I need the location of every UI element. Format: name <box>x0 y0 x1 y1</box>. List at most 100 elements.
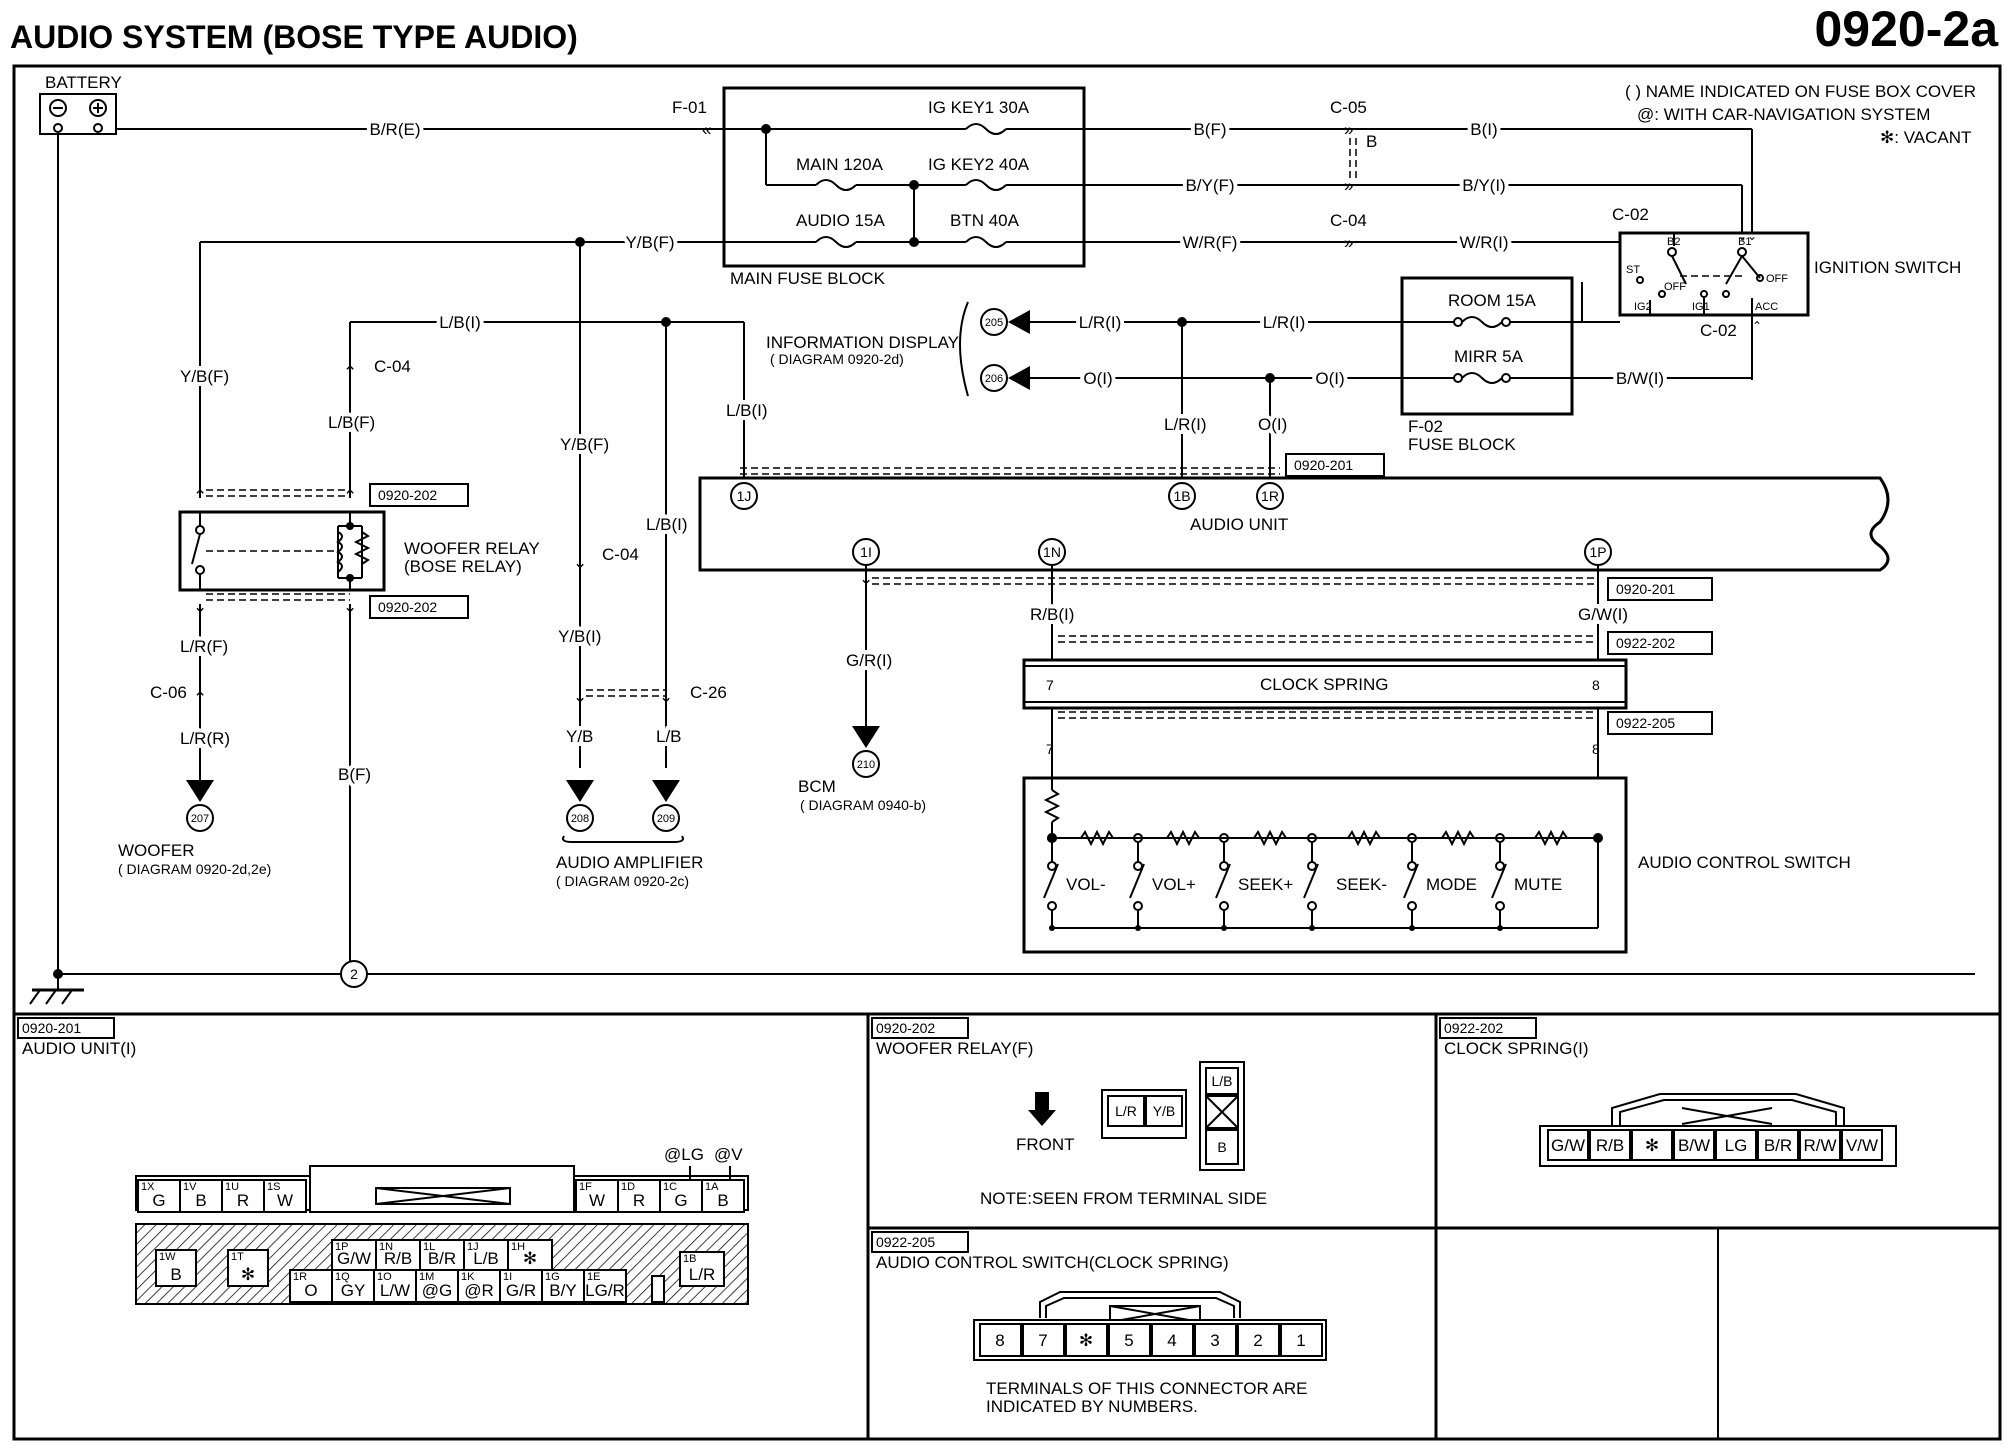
svg-text:»: » <box>1344 233 1353 252</box>
svg-text:NOTE:SEEN FROM TERMINAL SIDE: NOTE:SEEN FROM TERMINAL SIDE <box>980 1189 1267 1208</box>
wire-label-lb-i-mid: L/B(I) <box>646 515 688 534</box>
conn-c26: C-26 <box>690 683 727 702</box>
pin-number: 1 <box>1296 1331 1305 1350</box>
pin-id: 1I <box>503 1271 512 1283</box>
svg-text:ACC: ACC <box>1755 301 1778 313</box>
connector-pin: 1VB <box>179 1179 223 1213</box>
svg-text:B: B <box>1217 1139 1226 1155</box>
svg-text:AUDIO CONTROL SWITCH: AUDIO CONTROL SWITCH <box>1638 853 1851 872</box>
svg-text:1B: 1B <box>1173 488 1190 504</box>
wire-label-wr-f: W/R(F) <box>1183 233 1238 252</box>
connector-pin: 1 <box>1280 1323 1323 1357</box>
pin-number: 7 <box>1038 1331 1047 1350</box>
conn-c04-mid: C-04 <box>602 545 639 564</box>
connector-pin: B/W <box>1673 1129 1715 1161</box>
connector-pin: 1DR <box>617 1179 661 1213</box>
pin-color: V/W <box>1846 1136 1878 1155</box>
conn-c04-top: C-04 <box>1330 211 1367 230</box>
svg-text:(BOSE RELAY): (BOSE RELAY) <box>404 557 522 576</box>
pin-color: B/W <box>1678 1136 1710 1155</box>
connector-pin: 1AB <box>701 1179 745 1213</box>
switch-label: MODE <box>1426 875 1477 894</box>
svg-text:⌄: ⌄ <box>859 569 873 588</box>
pin-color: L/B <box>473 1249 499 1268</box>
svg-text:( DIAGRAM 0940-b): ( DIAGRAM 0940-b) <box>800 797 926 813</box>
pin-1r: 1R <box>1256 482 1284 510</box>
wire-label-by-f: B/Y(F) <box>1185 176 1234 195</box>
svg-text:207: 207 <box>191 813 209 825</box>
svg-text:MIRR 5A: MIRR 5A <box>1454 347 1524 366</box>
wire-label-gw-i: G/W(I) <box>1578 605 1628 624</box>
connector-pin: 1OL/W <box>373 1269 417 1303</box>
vacant-cross <box>1681 1107 1773 1125</box>
pin-color: W <box>589 1191 605 1210</box>
connector-pin: 1M@G <box>415 1269 459 1303</box>
pin-1p: 1P <box>1584 538 1612 566</box>
svg-text:⌄: ⌄ <box>573 687 587 706</box>
pin-color: B <box>717 1191 728 1210</box>
svg-text:⌃: ⌃ <box>193 487 207 506</box>
wire-label-lb-f: L/B(F) <box>328 413 375 432</box>
connector-pin: 5 <box>1108 1323 1151 1357</box>
svg-text:F-02: F-02 <box>1408 417 1443 436</box>
svg-text:⌄: ⌄ <box>573 553 587 572</box>
pin-color: G/R <box>506 1281 536 1300</box>
connector-pin: 1WB <box>155 1249 197 1287</box>
pin-number: 4 <box>1167 1331 1176 1350</box>
svg-text:BTN 40A: BTN 40A <box>950 211 1020 230</box>
svg-text:⌃: ⌃ <box>193 689 207 708</box>
svg-text:»: » <box>1344 176 1353 195</box>
connector-pin: G/W <box>1547 1129 1589 1161</box>
pin-id: 1G <box>545 1271 560 1283</box>
f02-fuse-block: ROOM 15A MIRR 5A F-02 FUSE BLOCK <box>1400 276 1582 454</box>
pin-color: R/B <box>1596 1136 1624 1155</box>
switch-contact: VOL+ <box>1129 829 1200 931</box>
pin-number: 5 <box>1124 1331 1133 1350</box>
connector-pin: 1LB/R <box>419 1239 465 1271</box>
svg-text:@LG: @LG <box>664 1145 704 1164</box>
svg-text:0922-202: 0922-202 <box>1444 1020 1503 1036</box>
bcm: 210 BCM ( DIAGRAM 0940-b) <box>798 726 926 813</box>
clock-spring: CLOCK SPRING 7 8 <box>1022 658 1628 710</box>
pin-id: 1Q <box>335 1271 350 1283</box>
wire-label-yb: Y/B <box>566 727 593 746</box>
switch-label: VOL- <box>1066 875 1106 894</box>
pin-color: B/R <box>1764 1136 1792 1155</box>
connector-pin: 3 <box>1194 1323 1237 1357</box>
pin-id: 1K <box>461 1271 475 1283</box>
svg-text:FRONT: FRONT <box>1016 1135 1075 1154</box>
wire-label-o-i-1r: O(I) <box>1258 415 1287 434</box>
wire-label-lr-f: L/R(F) <box>180 637 228 656</box>
terminal-205: 205 <box>980 308 1030 336</box>
pin-color: R <box>237 1191 249 1210</box>
pin-id: 1S <box>267 1181 280 1193</box>
svg-text:IG KEY2 40A: IG KEY2 40A <box>928 155 1030 174</box>
svg-text:⌃: ⌃ <box>343 363 357 382</box>
svg-text:AUDIO UNIT: AUDIO UNIT <box>1190 515 1288 534</box>
svg-text:1N: 1N <box>1043 544 1061 560</box>
svg-text:⌄: ⌄ <box>659 687 673 706</box>
ref-0922-205: 0922-205 <box>1616 715 1675 731</box>
connector-pin: 8 <box>979 1323 1022 1357</box>
pin-color: B/Y <box>549 1281 576 1300</box>
legend-fuse-note: ( ) NAME INDICATED ON FUSE BOX COVER <box>1625 82 1976 101</box>
pin-8b: 8 <box>1592 741 1600 757</box>
pin-color: G/W <box>1551 1136 1585 1155</box>
svg-text:»: » <box>1344 120 1353 139</box>
svg-text:IG KEY1 30A: IG KEY1 30A <box>928 98 1030 117</box>
connector-pin: 1CG <box>659 1179 703 1213</box>
wire-label-yb-f-left: Y/B(F) <box>180 367 229 386</box>
svg-text:0922-205: 0922-205 <box>876 1234 935 1250</box>
pin-color: W <box>277 1191 293 1210</box>
svg-text:Y/B: Y/B <box>1153 1103 1176 1119</box>
pin-number: 2 <box>1253 1331 1262 1350</box>
pin-number: 8 <box>995 1331 1004 1350</box>
pin-id: 1X <box>141 1181 155 1193</box>
svg-text:210: 210 <box>857 759 875 771</box>
svg-text:WOOFER RELAY: WOOFER RELAY <box>404 539 540 558</box>
wire-label-br-e: B/R(E) <box>370 120 421 139</box>
information-display: INFORMATION DISPLAY ( DIAGRAM 0920-2d) <box>766 301 969 397</box>
pin-id: 1W <box>159 1251 176 1263</box>
pin-id: 1L <box>423 1241 435 1253</box>
